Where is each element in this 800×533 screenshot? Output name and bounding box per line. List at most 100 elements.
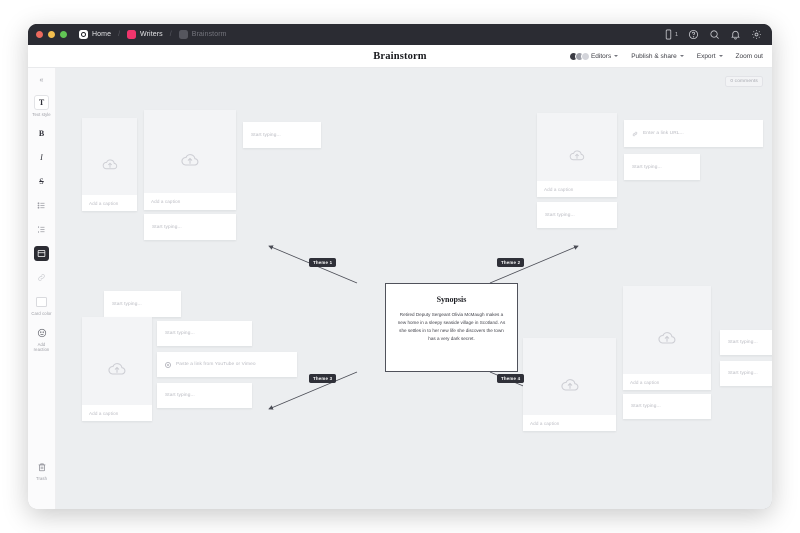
synopsis-body[interactable]: Retired Deputy Sergeant Olivia McMaugh m…: [397, 312, 506, 342]
card-caption[interactable]: Add a caption: [144, 193, 236, 210]
pink-square-icon: [127, 30, 137, 39]
breadcrumb-label: Brainstorm: [191, 31, 227, 38]
titlebar: Home / Writers / Brainstorm 1: [28, 24, 772, 45]
embed-card[interactable]: Paste a link from YouTube or Vimeo: [157, 352, 297, 377]
chevron-down-icon: [718, 55, 723, 57]
zoom-out-label: Zoom out: [735, 52, 763, 60]
tool-link[interactable]: [31, 270, 53, 285]
media-card[interactable]: Add a caption: [623, 286, 711, 390]
text-card[interactable]: Start typing...: [623, 394, 711, 419]
avatar: [580, 51, 590, 61]
app-window: Home / Writers / Brainstorm 1: [28, 24, 772, 509]
synopsis-title: Synopsis: [436, 295, 467, 304]
breadcrumb-item-brainstorm[interactable]: Brainstorm: [178, 30, 227, 39]
breadcrumb-separator: /: [169, 31, 172, 38]
tool-text-style[interactable]: T Text style: [31, 95, 53, 117]
grey-square-icon: [178, 30, 188, 39]
text-card[interactable]: Start typing...: [144, 214, 236, 240]
text-style-icon: T: [34, 95, 49, 110]
theme-chip-1[interactable]: Theme 1: [309, 258, 337, 268]
bold-icon: B: [38, 128, 45, 138]
help-icon[interactable]: [688, 29, 699, 40]
titlebar-icons: 1: [663, 29, 762, 40]
media-card[interactable]: Add a caption: [523, 338, 616, 431]
upload-cloud-icon: [181, 154, 199, 166]
minimize-button[interactable]: [48, 31, 55, 38]
text-card[interactable]: Start typing...: [537, 202, 617, 228]
breadcrumb-label: Writers: [140, 31, 163, 38]
card-caption[interactable]: Add a caption: [82, 405, 152, 421]
breadcrumb-item-home[interactable]: Home: [79, 30, 111, 39]
breadcrumb-item-writers[interactable]: Writers: [127, 30, 163, 39]
strikethrough-icon: S: [39, 176, 44, 186]
text-card[interactable]: Start typing...: [720, 361, 772, 386]
trash-label: Trash: [35, 476, 48, 481]
editors-label: Editors: [590, 52, 612, 60]
search-icon[interactable]: [709, 29, 720, 40]
device-icon[interactable]: 1: [663, 29, 678, 40]
tool-label: Text style: [32, 112, 51, 117]
embed-placeholder: Paste a link from YouTube or Vimeo: [176, 362, 256, 367]
tool-bulleted-list[interactable]: [31, 198, 53, 213]
link-placeholder: Enter a link URL...: [643, 131, 684, 136]
card-caption[interactable]: Add a caption: [82, 195, 137, 211]
maximize-button[interactable]: [60, 31, 67, 38]
upload-cloud-icon: [108, 363, 126, 375]
window-controls[interactable]: [36, 31, 67, 38]
trash-button[interactable]: Trash: [28, 459, 56, 481]
tool-italic[interactable]: I: [31, 150, 53, 165]
page-title: Brainstorm: [373, 50, 427, 62]
chevron-down-icon: [679, 55, 684, 57]
text-card[interactable]: Start typing...: [104, 291, 181, 317]
export-button[interactable]: Export: [697, 53, 723, 60]
publish-share-button[interactable]: Publish & share: [631, 53, 684, 60]
card-caption[interactable]: Add a caption: [623, 374, 711, 390]
theme-chip-3[interactable]: Theme 3: [309, 374, 337, 384]
text-card[interactable]: Start typing...: [157, 383, 252, 408]
text-card[interactable]: Start typing...: [243, 122, 321, 148]
bulleted-list-icon: [34, 198, 49, 213]
tool-bold[interactable]: B: [31, 126, 53, 141]
tool-strikethrough[interactable]: S: [31, 174, 53, 189]
document-toolbar: Brainstorm Editors Publish & share Expor…: [28, 45, 772, 68]
home-icon: [79, 30, 88, 39]
tool-add-reaction[interactable]: Add reaction: [31, 325, 53, 352]
device-badge: 1: [674, 31, 678, 38]
notifications-bell-icon[interactable]: [730, 29, 741, 40]
theme-chip-2[interactable]: Theme 2: [497, 258, 525, 268]
trash-icon: [34, 459, 49, 474]
text-card[interactable]: Start typing...: [624, 154, 700, 180]
card-layout-icon: [34, 246, 49, 261]
media-card[interactable]: Add a caption: [537, 113, 617, 197]
editors-button[interactable]: Editors: [568, 51, 619, 61]
tool-card-layout[interactable]: [31, 246, 53, 261]
collapse-rail-button[interactable]: «: [39, 77, 44, 84]
export-label: Export: [696, 52, 716, 60]
media-card[interactable]: Add a caption: [82, 118, 137, 211]
media-card[interactable]: Add a caption: [144, 110, 236, 210]
card-caption[interactable]: Add a caption: [537, 181, 617, 197]
link-card[interactable]: Enter a link URL...: [624, 120, 763, 147]
text-card[interactable]: Start typing...: [720, 330, 772, 355]
theme-chip-4[interactable]: Theme 4: [497, 374, 525, 384]
upload-cloud-icon: [102, 159, 117, 170]
card-caption[interactable]: Add a caption: [523, 415, 616, 431]
mindmap-canvas[interactable]: 0 comments Theme 1 Theme 2 Theme 3 The: [56, 68, 772, 509]
text-card[interactable]: Start typing...: [157, 321, 252, 346]
close-button[interactable]: [36, 31, 43, 38]
zoom-out-button[interactable]: Zoom out: [736, 53, 763, 60]
left-tool-rail: « T Text style B I S: [28, 68, 56, 509]
upload-cloud-icon: [560, 378, 578, 391]
tool-label: Card color: [31, 311, 52, 316]
tool-card-color[interactable]: Card color: [31, 294, 53, 316]
avatar-group: [568, 51, 590, 61]
add-reaction-icon: [34, 325, 49, 340]
settings-gear-icon[interactable]: [751, 29, 762, 40]
toolbar-actions: Editors Publish & share Export Zoom out: [568, 51, 763, 61]
upload-cloud-icon: [658, 332, 676, 344]
synopsis-card[interactable]: Synopsis Retired Deputy Sergeant Olivia …: [385, 283, 518, 372]
comments-chip[interactable]: 0 comments: [725, 76, 763, 87]
breadcrumb-separator: /: [118, 31, 121, 38]
media-card[interactable]: Add a caption: [82, 317, 152, 421]
tool-numbered-list[interactable]: [31, 222, 53, 237]
